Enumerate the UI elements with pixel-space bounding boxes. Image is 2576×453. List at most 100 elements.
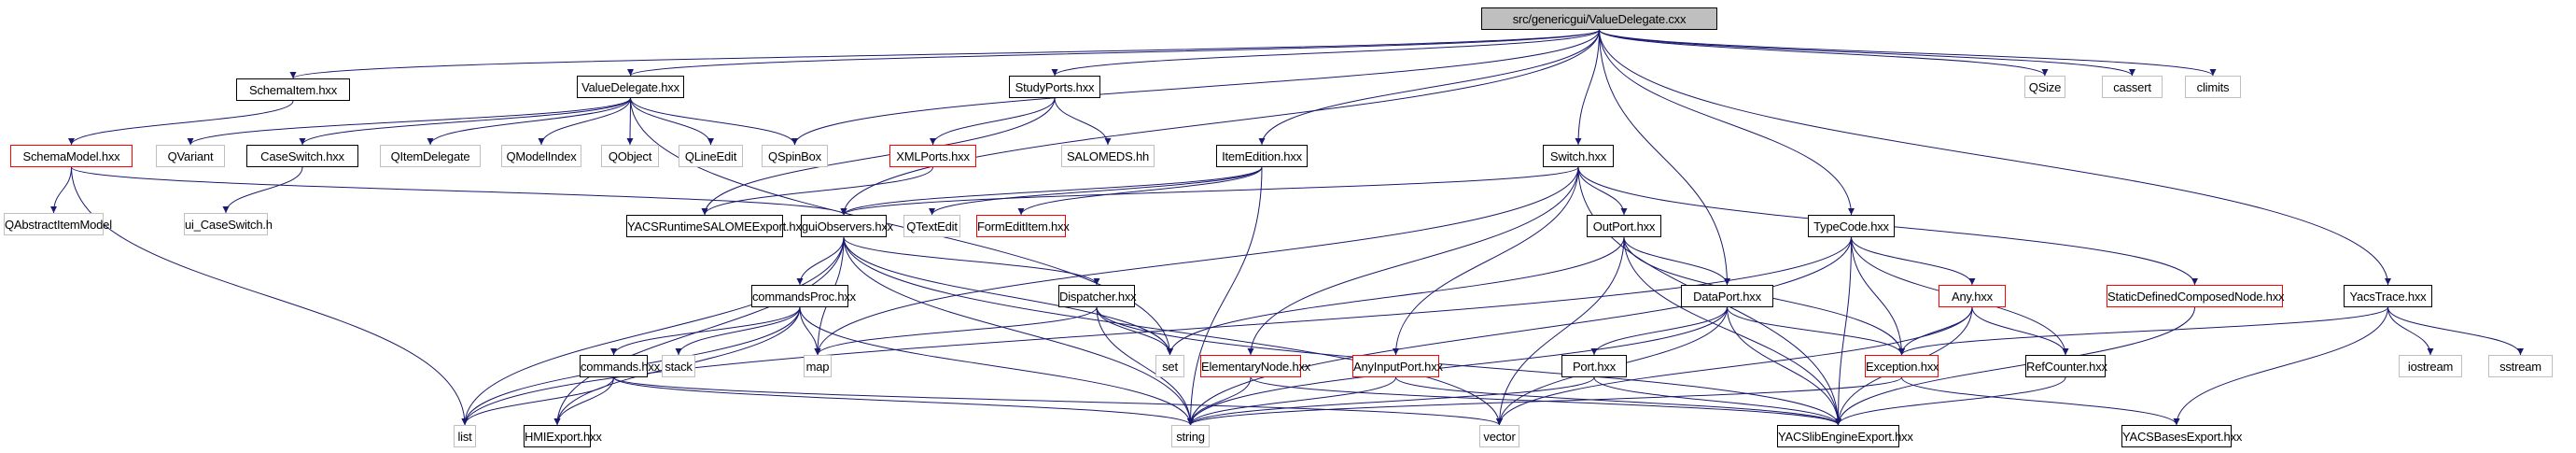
edge-elementarynode-to-string — [1187, 376, 1252, 426]
edge-schemamodel-to-qabstractitemmodel — [50, 166, 72, 214]
edge-root-to-qsize — [1599, 29, 2049, 77]
edge-itemedition-to-qtextedit — [929, 166, 1263, 216]
edge-valuedelegate_h-to-qspinbox — [630, 97, 798, 146]
node-vector[interactable]: vector — [1479, 425, 1519, 447]
node-map[interactable]: map — [804, 355, 832, 377]
edge-root-to-typecode — [1599, 29, 1855, 216]
node-xmlports[interactable]: XMLPorts.hxx — [889, 145, 976, 167]
edge-valuedelegate_h-to-qlineedit — [630, 97, 714, 146]
edge-yacstrace-to-exception — [1898, 306, 2388, 356]
node-formedititem[interactable]: FormEditItem.hxx — [976, 215, 1070, 237]
node-climits[interactable]: climits — [2185, 76, 2241, 98]
node-exception[interactable]: Exception.hxx — [1865, 355, 1939, 377]
edge-itemedition-to-guiobservers — [840, 166, 1263, 216]
edge-studyports-to-salomeds — [1054, 97, 1112, 146]
edge-guiobservers-to-dispatcher — [843, 236, 1100, 286]
edge-xmlports-to-yacsruntime — [701, 166, 933, 216]
edge-any-to-vector — [1496, 306, 1973, 426]
node-stack[interactable]: stack — [662, 355, 695, 377]
edge-root-to-schemaitem — [289, 29, 1600, 79]
node-port[interactable]: Port.hxx — [1561, 355, 1627, 377]
node-qobject[interactable]: QObject — [601, 145, 659, 167]
node-schemaitem[interactable]: SchemaItem.hxx — [236, 78, 350, 101]
node-staticdefinedcomposednode[interactable]: StaticDefinedComposedNode.hxx — [2107, 285, 2285, 307]
node-qspinbox[interactable]: QSpinBox — [762, 145, 828, 167]
node-string[interactable]: string — [1171, 425, 1210, 447]
node-hmiexport[interactable]: HMIExport.hxx — [524, 425, 602, 447]
edge-guiobservers-to-set — [843, 236, 1173, 356]
edge-dispatcher-to-string — [1096, 306, 1194, 426]
edge-commands-to-string — [613, 376, 1194, 426]
node-refcounter[interactable]: RefCounter.hxx — [2025, 355, 2107, 377]
node-guiobservers[interactable]: guiObservers.hxx — [801, 215, 893, 237]
edge-valuedelegate_h-to-qvariant — [187, 97, 631, 146]
edge-typecode-to-exception — [1851, 236, 1905, 356]
node-qabstractitemmodel[interactable]: QAbstractItemModel — [4, 213, 112, 235]
edge-studyports-to-xmlports — [930, 97, 1056, 146]
node-qitemdelegate[interactable]: QItemDelegate — [380, 145, 481, 167]
edge-guiobservers-to-string — [843, 236, 1194, 426]
edge-root-to-yacstrace — [1599, 29, 2391, 286]
edge-valuedelegate_h-to-caseswitch — [299, 97, 631, 146]
node-itemedition[interactable]: ItemEdition.hxx — [1216, 145, 1308, 167]
edge-valuedelegate_h-to-qitemdelegate — [427, 97, 631, 146]
edge-anyinputport-to-string — [1187, 376, 1396, 426]
node-qmodelindex[interactable]: QModelIndex — [501, 145, 581, 167]
edge-any-to-exception — [1898, 306, 1973, 356]
node-schemamodel[interactable]: SchemaModel.hxx — [10, 145, 133, 167]
node-qlineedit[interactable]: QLineEdit — [679, 145, 743, 167]
edge-exception-to-yacsbases — [1901, 376, 2180, 426]
edge-dataport-to-string — [1187, 306, 1728, 426]
node-yacstrace[interactable]: YacsTrace.hxx — [2344, 285, 2432, 307]
edge-refcounter-to-yacslibengine — [1835, 376, 2066, 426]
node-yacsruntime-salome-export[interactable]: YACSRuntimeSALOMEExport.hxx — [626, 215, 807, 237]
edge-studyports-to-yacsruntime — [701, 97, 1056, 216]
node-elementarynode[interactable]: ElementaryNode.hxx — [1200, 355, 1310, 377]
edge-root-to-climits — [1599, 29, 2217, 77]
edge-exception-to-string — [1187, 376, 1902, 426]
node-qsize[interactable]: QSize — [2024, 76, 2065, 98]
edge-schemamodel-to-guiobservers — [71, 166, 847, 216]
node-set[interactable]: set — [1155, 355, 1184, 377]
node-dataport[interactable]: DataPort.hxx — [1681, 285, 1773, 307]
edge-schemaitem-to-schemamodel — [68, 100, 294, 146]
node-commandsproc[interactable]: commandsProc.hxx — [751, 285, 856, 307]
edge-port-to-string — [1187, 376, 1595, 426]
node-caseswitch[interactable]: CaseSwitch.hxx — [246, 145, 358, 167]
node-iostream[interactable]: iostream — [2399, 355, 2462, 377]
node-valuedelegate-header[interactable]: ValueDelegate.hxx — [577, 76, 684, 98]
node-dispatcher[interactable]: Dispatcher.hxx — [1058, 285, 1137, 307]
edge-dispatcher-to-set — [1096, 306, 1173, 356]
edge-valuedelegate_h-to-qmodelindex — [538, 97, 631, 146]
node-switch[interactable]: Switch.hxx — [1543, 145, 1614, 167]
node-anyinputport[interactable]: AnyInputPort.hxx — [1352, 355, 1443, 377]
node-yacslibengine-export[interactable]: YACSlibEngineExport.hxx — [1777, 425, 1913, 447]
edge-anyinputport-to-yacslibengine — [1395, 376, 1841, 426]
node-any[interactable]: Any.hxx — [1939, 285, 2006, 307]
edge-commands-to-list — [461, 376, 614, 426]
edge-dataport-to-exception — [1727, 306, 1905, 356]
edge-root-to-switch — [1575, 29, 1600, 146]
node-ui-caseswitch[interactable]: ui_CaseSwitch.h — [184, 213, 273, 235]
edge-switch-to-guiobservers — [840, 166, 1579, 216]
edge-typecode-to-string — [1187, 236, 1852, 426]
root-file-node[interactable]: src/genericgui/ValueDelegate.cxx — [1481, 7, 1717, 30]
edge-itemedition-to-string — [1187, 166, 1263, 426]
edge-commandsproc-to-commands — [610, 306, 801, 356]
node-studyports[interactable]: StudyPorts.hxx — [1009, 76, 1100, 98]
edge-switch-to-outport — [1577, 166, 1628, 216]
edge-valuedelegate_h-to-set — [630, 97, 1173, 356]
node-sstream[interactable]: sstream — [2488, 355, 2553, 377]
edge-switch-to-elementarynode — [1247, 166, 1579, 356]
node-typecode[interactable]: TypeCode.hxx — [1808, 215, 1895, 237]
node-qtextedit[interactable]: QTextEdit — [903, 215, 960, 237]
node-cassert[interactable]: cassert — [2102, 76, 2163, 98]
node-salomeds[interactable]: SALOMEDS.hh — [1061, 145, 1155, 167]
node-yacsbases-export[interactable]: YACSBasesExport.hxx — [2121, 425, 2242, 447]
node-commands[interactable]: commands.hxx — [580, 355, 660, 377]
node-list[interactable]: list — [454, 425, 476, 447]
node-outport[interactable]: OutPort.hxx — [1587, 215, 1661, 237]
edge-dispatcher-to-map — [814, 306, 1098, 356]
node-qvariant[interactable]: QVariant — [156, 145, 225, 167]
